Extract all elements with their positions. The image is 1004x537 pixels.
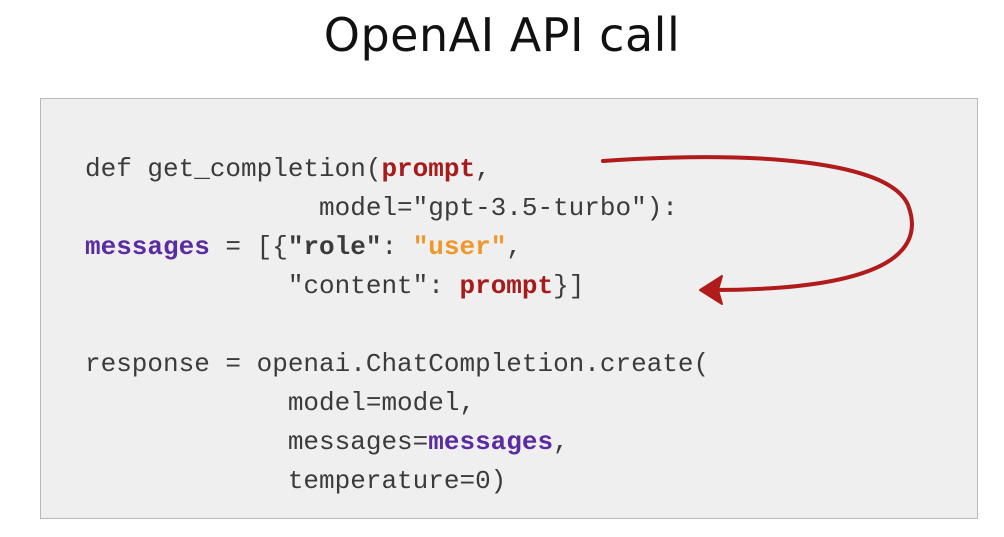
code-block: def get_completion(prompt, model="gpt-3.… xyxy=(85,150,709,501)
code-line-1: def get_completion(prompt, xyxy=(85,154,491,184)
line4-indent xyxy=(85,271,288,301)
messages-arg-value: messages xyxy=(428,427,554,457)
messages-arg-comma: , xyxy=(553,427,569,457)
content-key: "content": xyxy=(287,271,460,301)
code-line-9: temperature=0) xyxy=(85,466,507,496)
code-line-2: model="gpt-3.5-turbo"): xyxy=(85,193,678,223)
slide-title: OpenAI API call xyxy=(323,8,681,62)
role-key: "role" xyxy=(287,232,382,262)
prompt-param: prompt xyxy=(381,154,476,184)
prompt-value: prompt xyxy=(459,271,554,301)
code-line-6: response = openai.ChatCompletion.create( xyxy=(85,349,710,379)
param-comma: , xyxy=(475,154,491,184)
code-panel: def get_completion(prompt, model="gpt-3.… xyxy=(40,98,978,519)
code-line-7: model=model, xyxy=(85,388,476,418)
assign-open: = [{ xyxy=(209,232,288,262)
role-colon: : xyxy=(381,232,413,262)
user-value: "user" xyxy=(412,232,507,262)
code-line-3: messages = [{"role": "user", xyxy=(85,232,522,262)
role-comma: , xyxy=(506,232,522,262)
code-line-4: "content": prompt}] xyxy=(85,271,584,301)
code-line-8: messages=messages, xyxy=(85,427,569,457)
def-signature: def get_completion( xyxy=(85,154,382,184)
messages-arg: messages= xyxy=(85,427,429,457)
close-brackets: }] xyxy=(553,271,585,301)
messages-var: messages xyxy=(85,232,210,262)
